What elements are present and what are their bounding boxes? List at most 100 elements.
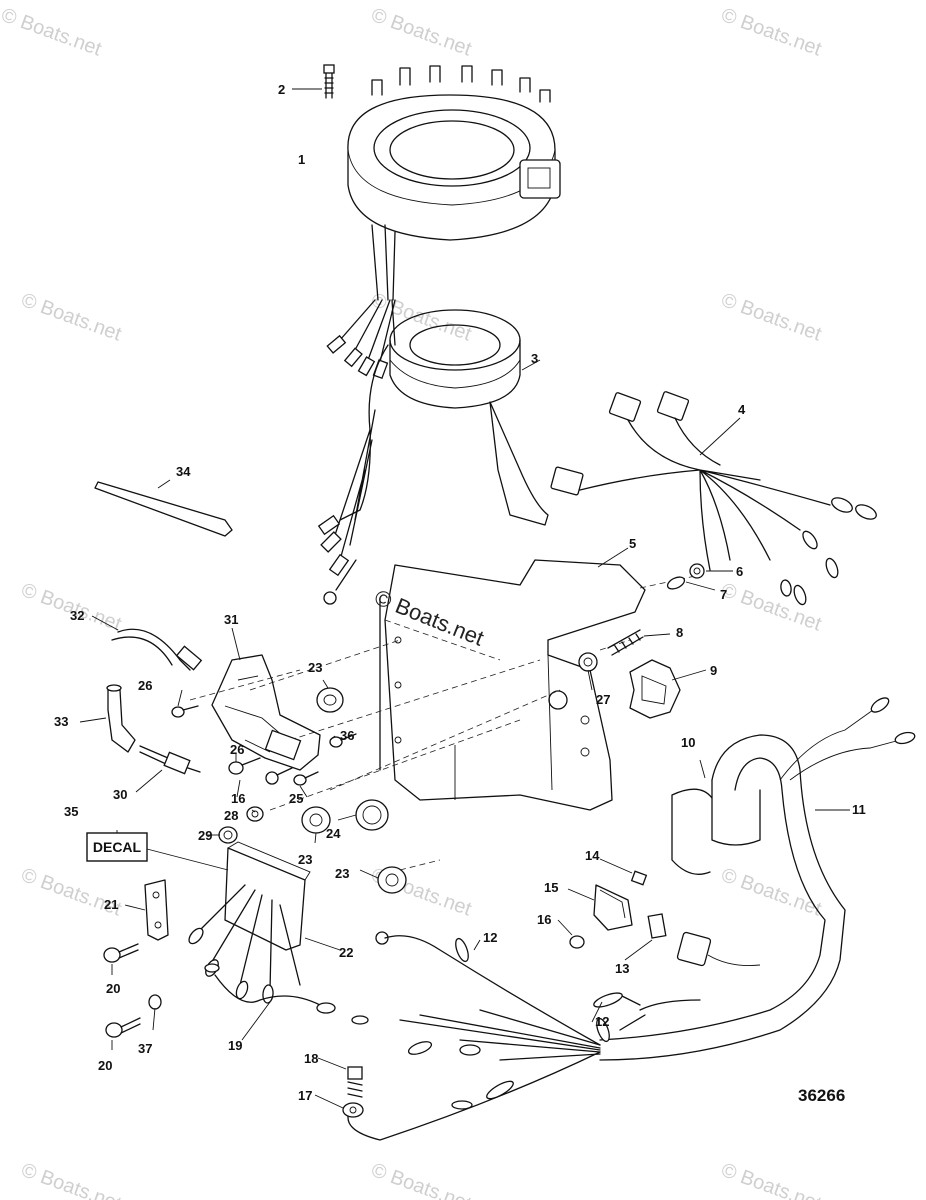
watermark: © Boats.net (368, 4, 474, 61)
part-11-main-harness (347, 697, 916, 1141)
part-2-screw (323, 64, 335, 99)
callout-23a: 23 (308, 660, 322, 675)
part-17-terminal (342, 1102, 364, 1118)
part-23-grommet-a (316, 687, 344, 713)
part-37-washer (148, 994, 162, 1010)
part-35-decal: DECAL (86, 832, 148, 862)
callout-4: 4 (738, 402, 746, 417)
callout-14: 15 (544, 880, 558, 895)
part-26-screw-b (228, 757, 261, 775)
callout-34: 34 (176, 464, 191, 479)
callout-16b: 16 (537, 912, 551, 927)
callout-32: 32 (70, 608, 84, 623)
callout-1: 1 (298, 152, 305, 167)
callout-labels: 2 1 3 4 34 5 6 7 8 9 27 32 31 23 26 33 2… (54, 82, 866, 1103)
part-20-screw-b (105, 1017, 141, 1038)
callout-8: 8 (676, 625, 683, 640)
part-8-stud (607, 629, 644, 656)
callout-24: 24 (326, 826, 341, 841)
part-34-cable-tie (94, 481, 233, 537)
part-13-connector (647, 913, 761, 967)
part-3-trigger (317, 309, 549, 605)
callout-25: 25 (289, 791, 303, 806)
part-18-spring (347, 1066, 363, 1098)
part-14-relay (593, 884, 633, 931)
part-7-washer (666, 576, 686, 590)
leader-lines (79, 88, 850, 1109)
callout-13: 13 (615, 961, 629, 976)
watermark: © Boats.net (718, 289, 824, 346)
callout-31: 31 (224, 612, 238, 627)
callout-7: 7 (720, 587, 727, 602)
part-31-coil (211, 654, 321, 771)
callout-12a: 12 (483, 930, 497, 945)
callout-11: 11 (852, 802, 866, 817)
callout-23b: 23 (298, 852, 312, 867)
part-21-bracket (144, 879, 169, 941)
callout-17: 17 (298, 1088, 312, 1103)
watermark: © Boats.net (368, 1159, 474, 1200)
callout-23c: 23 (335, 866, 349, 881)
part-12-connector-b (596, 1017, 610, 1043)
part-26-screw-a (171, 705, 199, 718)
callout-37: 37 (138, 1041, 152, 1056)
callout-9: 9 (710, 663, 717, 678)
callout-22: 22 (339, 945, 353, 960)
part-15-screw (630, 870, 648, 886)
callout-5: 5 (629, 536, 636, 551)
part-23-grommet-c (377, 866, 407, 894)
part-28-washer (246, 806, 264, 822)
part-27-grommet (578, 652, 598, 672)
part-33-boot (106, 684, 136, 753)
callout-26a: 26 (138, 678, 152, 693)
callout-27: 27 (596, 692, 610, 707)
callout-2: 2 (278, 82, 285, 97)
part-5-plate (384, 559, 646, 811)
callout-12b: 12 (595, 1014, 609, 1029)
part-12-connector-a (455, 937, 469, 963)
callout-36: 36 (340, 728, 354, 743)
callout-29: 29 (198, 828, 212, 843)
watermark: © Boats.net (718, 579, 824, 636)
center-watermark: © Boats.net (371, 584, 487, 650)
callout-30: 30 (113, 787, 127, 802)
watermark: © Boats.net (18, 1159, 124, 1200)
watermark: © Boats.net (718, 864, 824, 921)
callout-10: 10 (681, 735, 695, 750)
part-6-nut (689, 563, 705, 579)
part-10-clip (671, 788, 713, 875)
callout-26b: 26 (230, 742, 244, 757)
callout-3: 3 (531, 351, 538, 366)
part-16-screw-a (265, 767, 293, 785)
callout-20b: 20 (98, 1058, 112, 1073)
figure-number: 36266 (798, 1086, 845, 1105)
part-25-screw (293, 771, 319, 786)
callout-6: 6 (736, 564, 743, 579)
callout-21: 21 (104, 897, 118, 912)
part-4-harness (550, 391, 877, 606)
part-20-screw-a (103, 943, 139, 963)
callout-15: 14 (585, 848, 600, 863)
watermark: © Boats.net (18, 289, 124, 346)
part-16-screw-b (569, 935, 585, 949)
callout-18: 18 (304, 1051, 318, 1066)
watermark: © Boats.net (0, 4, 105, 61)
callout-35: 35 (64, 804, 78, 819)
part-22-regulator (188, 841, 311, 1004)
callout-16a: 16 (231, 791, 245, 806)
watermark: © Boats.net (18, 864, 124, 921)
part-24-seal (355, 799, 389, 831)
decal-label: DECAL (93, 839, 142, 855)
part-29-nut (218, 826, 238, 844)
callout-28: 28 (224, 808, 238, 823)
callout-20a: 20 (106, 981, 120, 996)
part-30-spark-plug (139, 745, 201, 775)
part-9-clamp (629, 659, 681, 719)
watermark: © Boats.net (718, 1159, 824, 1200)
part-32-plug-lead (111, 628, 203, 671)
part-19-ground-strap (204, 963, 336, 1014)
callout-33: 33 (54, 714, 68, 729)
part-1-stator (326, 65, 561, 380)
callout-19: 19 (228, 1038, 242, 1053)
